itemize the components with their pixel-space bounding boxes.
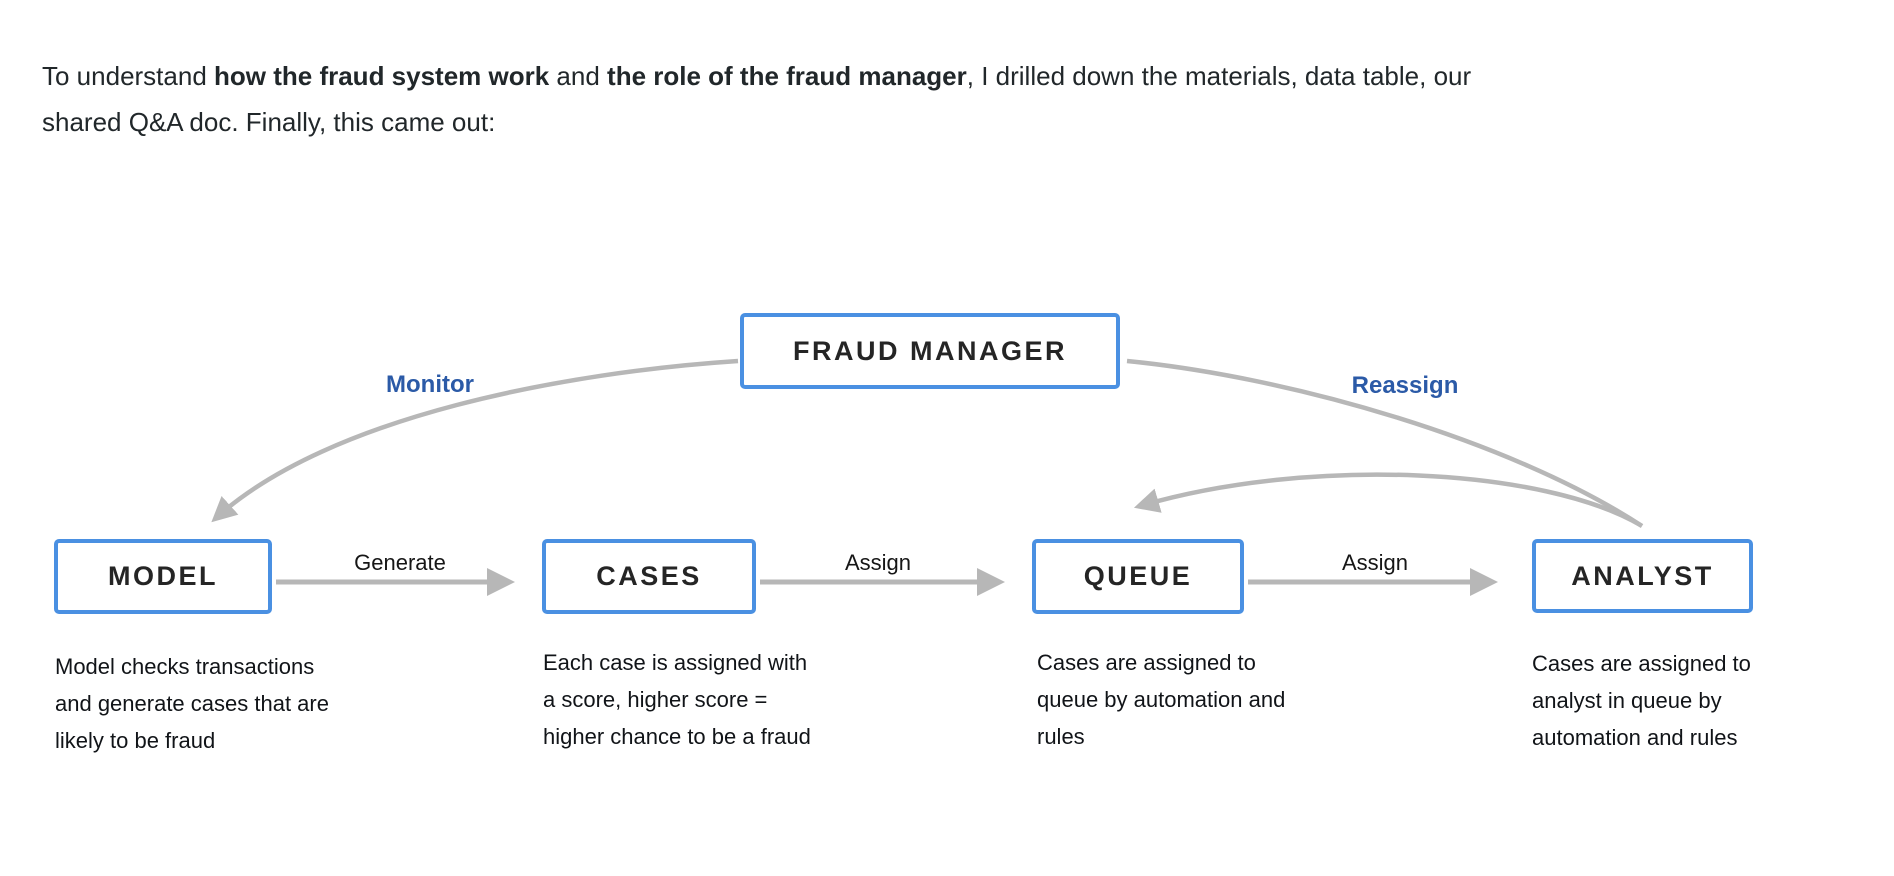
analyst-to-queue-arrow bbox=[1133, 472, 1644, 528]
description-line: queue by automation and bbox=[1037, 687, 1286, 712]
node-model-description: Model checks transactions and generate c… bbox=[55, 648, 329, 759]
description-line: analyst in queue by bbox=[1532, 688, 1722, 713]
description-line: Model checks transactions bbox=[55, 654, 315, 679]
node-model-label: MODEL bbox=[108, 561, 218, 591]
node-fraud-manager: FRAUD MANAGER bbox=[740, 313, 1120, 389]
intro-bold-segment: how the fraud system work bbox=[214, 61, 550, 91]
node-queue-description: Cases are assigned to queue by automatio… bbox=[1037, 644, 1285, 755]
edge-label-assign-queue-analyst: Assign bbox=[1341, 550, 1409, 575]
description-line: automation and rules bbox=[1532, 725, 1738, 750]
edge-label-reassign: Reassign bbox=[1351, 372, 1459, 399]
intro-paragraph: To understand how the fraud system work … bbox=[42, 53, 1542, 145]
node-cases: CASES bbox=[542, 539, 756, 614]
description-line: and generate cases that are bbox=[55, 691, 329, 716]
intro-text-segment: and bbox=[549, 61, 608, 91]
node-analyst-label: ANALYST bbox=[1571, 560, 1714, 591]
intro-text-segment: To understand bbox=[42, 61, 215, 91]
description-line: higher chance to be a fraud bbox=[543, 724, 811, 749]
node-fraud-manager-label: FRAUD MANAGER bbox=[793, 335, 1067, 366]
edge-label-assign-cases-queue: Assign bbox=[844, 550, 912, 575]
node-queue: QUEUE bbox=[1032, 539, 1244, 614]
description-line: Cases are assigned to bbox=[1037, 650, 1256, 675]
edge-label-monitor: Monitor bbox=[386, 371, 474, 398]
description-line: a score, higher score = bbox=[543, 687, 768, 712]
node-analyst: ANALYST bbox=[1532, 539, 1753, 613]
description-line: Cases are assigned to bbox=[1532, 651, 1751, 676]
description-line: rules bbox=[1037, 724, 1085, 749]
description-line: Each case is assigned with bbox=[543, 650, 808, 675]
description-line: likely to be fraud bbox=[55, 728, 216, 753]
node-cases-description: Each case is assigned with a score, high… bbox=[543, 644, 811, 755]
intro-text-segment: , I drilled down the materials, data tab… bbox=[966, 61, 1472, 91]
intro-bold-segment: the role of the fraud manager bbox=[607, 61, 967, 91]
intro-text-segment: shared Q&A doc. Finally, this came out: bbox=[42, 107, 496, 137]
node-queue-label: QUEUE bbox=[1083, 561, 1193, 591]
node-cases-label: CASES bbox=[596, 561, 702, 591]
node-model: MODEL bbox=[54, 539, 272, 614]
node-analyst-description: Cases are assigned to analyst in queue b… bbox=[1532, 645, 1751, 756]
edge-label-generate: Generate bbox=[354, 550, 446, 575]
